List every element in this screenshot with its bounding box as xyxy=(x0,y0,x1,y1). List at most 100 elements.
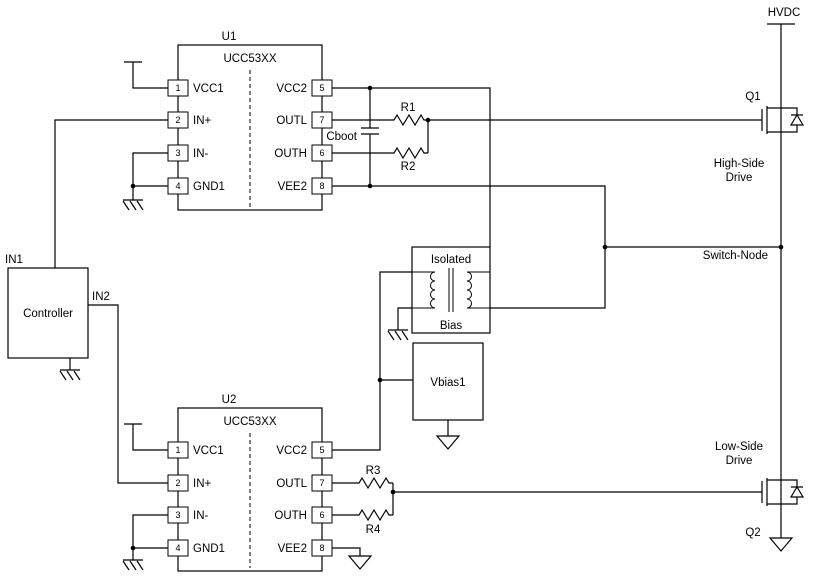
pin-number: 7 xyxy=(319,478,324,488)
u2-pin-in-minus: 3 IN- xyxy=(167,506,209,524)
pin-number: 7 xyxy=(319,115,324,125)
q1-role-line2: Drive xyxy=(726,172,753,184)
ground-icon xyxy=(59,369,81,381)
pin-name: OUTL xyxy=(276,115,307,127)
bias-body xyxy=(411,246,491,334)
u2-designator: U2 xyxy=(222,394,237,406)
pin-name: VCC1 xyxy=(193,83,224,95)
capacitor-cboot xyxy=(361,127,379,135)
ground-icon xyxy=(436,435,460,450)
isolated-bias-block: Isolated Bias xyxy=(387,246,491,341)
mosfet-q1 xyxy=(761,105,804,135)
u2-pin-vcc1: 1 VCC1 xyxy=(167,441,224,459)
u2-driver: U2 UCC53XX 1 VCC1 2 IN+ 3 IN- 4 GND1 5 V… xyxy=(122,394,372,572)
junction-dot xyxy=(425,117,431,123)
pin-name: OUTH xyxy=(274,148,307,160)
wire-in1 xyxy=(54,119,168,268)
wire-u1-vcc2-bias xyxy=(332,87,491,247)
pin-number: 1 xyxy=(175,83,180,93)
ground-icon xyxy=(769,537,793,552)
junction-dot xyxy=(778,244,784,250)
wire-u2-vee2-gnd xyxy=(332,547,361,556)
q2-role-line1: Low-Side xyxy=(715,441,763,453)
wire-u1-vcc1 xyxy=(132,62,168,89)
pin-number: 6 xyxy=(319,148,324,158)
pin-name: GND1 xyxy=(193,181,225,193)
u2-pin-in-plus: 2 IN+ xyxy=(167,474,212,492)
resistor-r4-label: R4 xyxy=(366,524,381,536)
u1-part-number: UCC53XX xyxy=(223,53,276,65)
u1-pin-vee2: 8 VEE2 xyxy=(278,177,333,195)
u1-pin-outl: 7 OUTL xyxy=(276,111,333,129)
capacitor-cboot-label: Cboot xyxy=(326,131,357,143)
pin-name: OUTH xyxy=(274,510,307,522)
wire-u2-gnd1 xyxy=(132,547,168,560)
pin-number: 6 xyxy=(319,510,324,520)
pin-name: VCC1 xyxy=(193,445,224,457)
wire-u2-vcc1 xyxy=(132,424,168,451)
ground-icon xyxy=(122,199,144,211)
pin-number: 2 xyxy=(175,478,180,488)
ground-icon xyxy=(348,555,372,570)
ground-icon xyxy=(387,329,409,341)
junction-dot xyxy=(367,85,373,91)
resistor-r2-label: R2 xyxy=(401,161,416,173)
junction-dots xyxy=(130,85,784,551)
pin-name: GND1 xyxy=(193,543,225,555)
net-label-hvdc: HVDC xyxy=(768,7,801,19)
pin-number: 8 xyxy=(319,543,324,553)
resistor-r4 xyxy=(353,508,393,522)
power-stage: HVDC Q1 High-Side Drive Switch-Node Low-… xyxy=(605,7,804,552)
u1-pin-vcc2: 5 VCC2 xyxy=(276,79,333,97)
u1-pin-in-plus: 2 IN+ xyxy=(167,111,212,129)
pin-name: VEE2 xyxy=(278,181,307,193)
u2-part-number: UCC53XX xyxy=(223,416,276,428)
pin-name: OUTL xyxy=(276,478,307,490)
u2-pin-outh: 6 OUTH xyxy=(274,506,333,524)
pin-number: 5 xyxy=(319,83,324,93)
transformer-primary-coil xyxy=(430,271,436,309)
pin-name: IN- xyxy=(193,148,209,160)
wire-u2-vcc2-bias xyxy=(332,271,412,451)
pin-number: 8 xyxy=(319,181,324,191)
pin-name: VCC2 xyxy=(276,83,307,95)
u1-pin-in-minus: 3 IN- xyxy=(167,144,209,162)
net-label-switch-node: Switch-Node xyxy=(703,250,768,262)
u1-pin-vcc1: 1 VCC1 xyxy=(167,79,224,97)
u2-pin-vee2: 8 VEE2 xyxy=(278,539,333,557)
wire-u1-gnd1 xyxy=(132,185,168,200)
pin-name: VEE2 xyxy=(278,543,307,555)
pin-number: 3 xyxy=(175,148,180,158)
controller-body xyxy=(7,267,89,359)
junction-dot xyxy=(377,377,383,383)
controller-block: Controller IN1 IN2 xyxy=(5,254,110,381)
u2-output-network: R3 R4 xyxy=(332,271,762,536)
pin-number: 5 xyxy=(319,445,324,455)
transformer-secondary-coil xyxy=(466,271,472,309)
vbias1-label: Vbias1 xyxy=(430,377,465,389)
bias-label-line1: Isolated xyxy=(431,254,471,266)
bias-label-line2: Bias xyxy=(440,320,463,332)
mosfet-q2 xyxy=(761,477,804,507)
junction-dot xyxy=(130,183,136,189)
pin-name: IN- xyxy=(193,510,209,522)
u1-pin-gnd1: 4 GND1 xyxy=(167,177,225,195)
junction-dot xyxy=(367,183,373,189)
u2-pin-gnd1: 4 GND1 xyxy=(167,539,225,557)
pin-number: 3 xyxy=(175,510,180,520)
pin-number: 4 xyxy=(175,543,180,553)
transformer-leads xyxy=(412,271,490,309)
vbias1-block: Vbias1 xyxy=(380,342,484,450)
u2-pin-outl: 7 OUTL xyxy=(276,474,333,492)
resistor-r3 xyxy=(353,476,393,490)
pin-number: 1 xyxy=(175,445,180,455)
pin-number: 2 xyxy=(175,115,180,125)
wire-u1-in-minus xyxy=(132,152,168,186)
net-label-in2: IN2 xyxy=(92,291,110,303)
resistor-r1-label: R1 xyxy=(401,102,416,114)
resistor-r3-label: R3 xyxy=(366,465,381,477)
u1-driver: U1 UCC53XX 1 VCC1 2 IN+ 3 IN- 4 GND1 5 V xyxy=(122,31,333,211)
q2-role-line2: Drive xyxy=(726,455,753,467)
